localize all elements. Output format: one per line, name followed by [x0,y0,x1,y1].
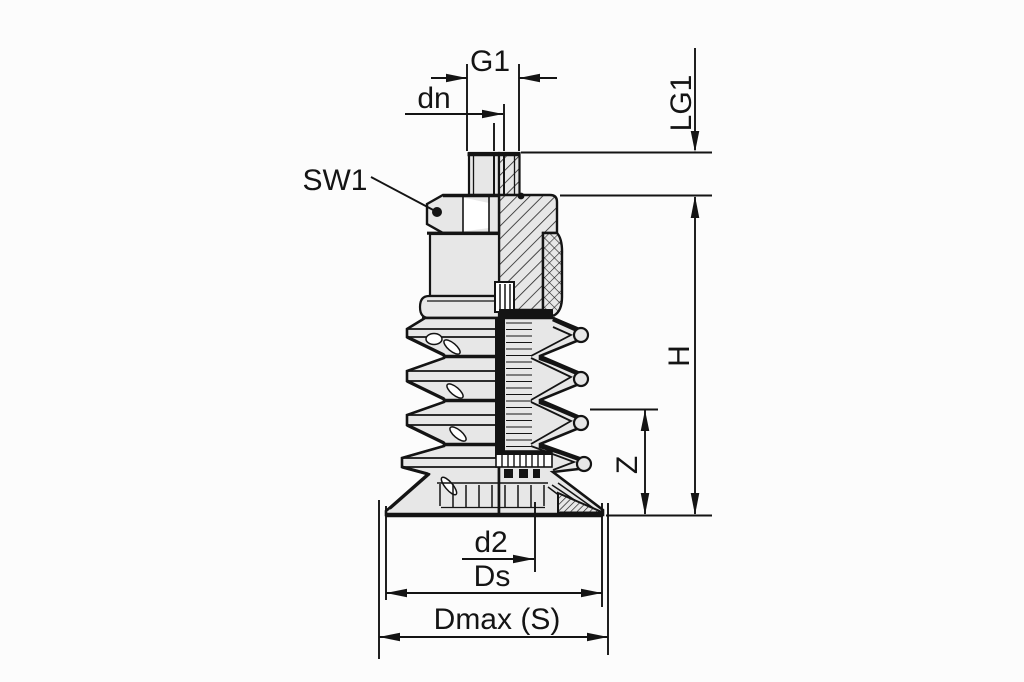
bellows-exterior-left [384,316,501,517]
fold-tip-bulb [572,370,590,388]
fold-wall [539,442,586,464]
arrowhead [640,493,650,515]
dim-label-lg1: LG1 [665,75,698,132]
arrowhead [513,554,534,564]
arrowhead [581,588,602,598]
cup-collar-section [541,231,564,317]
cone-lower-edge [406,379,445,401]
interior-striations [506,322,532,454]
fold-tip-bulb [572,326,590,344]
dim-h: H [606,196,712,517]
skirt-inner-line [389,473,431,510]
dim-label-ds: Ds [474,560,511,593]
arrowhead [690,131,700,152]
arrowhead [690,196,700,218]
dim-label-dmax: Dmax (S) [434,603,561,636]
cleat-ribs [439,484,545,508]
arrowhead [379,632,400,642]
cone-upper-edge [406,401,445,416]
fitting-cylinder [428,232,501,298]
leader-dot [432,207,442,217]
arrowhead [446,73,467,83]
arrowhead [690,493,700,515]
dimensions: G1 dn SW1 LG1 H [302,45,712,659]
port [533,469,540,478]
port [519,469,528,478]
gloss-highlight [443,339,461,355]
fold-tip-bulb [572,414,590,432]
dim-dn: dn [405,82,505,151]
arrowhead [587,632,608,642]
port [504,469,513,478]
cone-upper-edge [406,357,445,372]
dim-label-dn: dn [417,82,450,115]
dim-label-sw1: SW1 [302,164,367,197]
dim-ds: Ds [385,503,603,607]
hex-nut-facet-highlight [463,197,489,232]
inner-wall-line [530,326,577,471]
dim-label-z: Z [611,456,644,474]
bore-section-band [495,318,505,458]
arrowhead [640,410,650,431]
dim-sw1: SW1 [302,164,442,217]
arrowhead [519,73,540,83]
cone-lower-edge [406,335,445,357]
lip-section-wedge [557,491,604,514]
dim-label-g1: G1 [470,45,510,78]
arrowhead [386,588,407,598]
fold-wall [539,354,583,378]
dim-label-d2: d2 [474,526,507,559]
dim-g1: G1 [431,45,557,151]
dim-label-h: H [663,345,696,367]
bead-ring [418,294,501,320]
dim-z: Z [590,408,658,515]
thread-stub-section [497,151,521,197]
fold-wall [539,398,583,422]
clamped-lip-band [499,309,553,318]
cone-lower-edge [401,465,429,476]
gloss-highlight [425,332,443,346]
dim-d2: d2 [462,502,536,572]
arrowhead [482,109,503,119]
rib-comb-cap [496,451,552,455]
cone-upper-edge [401,445,445,459]
dim-lg1: LG1 [521,48,712,197]
vent-hole-dot [517,192,525,200]
fold-tip-bulb [575,455,593,473]
cup-interior [386,450,604,518]
rib-lines [501,455,545,467]
cone-lower-edge [406,423,445,445]
gloss-highlight [449,426,467,442]
gloss-highlight [446,383,464,399]
dim-dmax: Dmax (S) [378,500,609,659]
